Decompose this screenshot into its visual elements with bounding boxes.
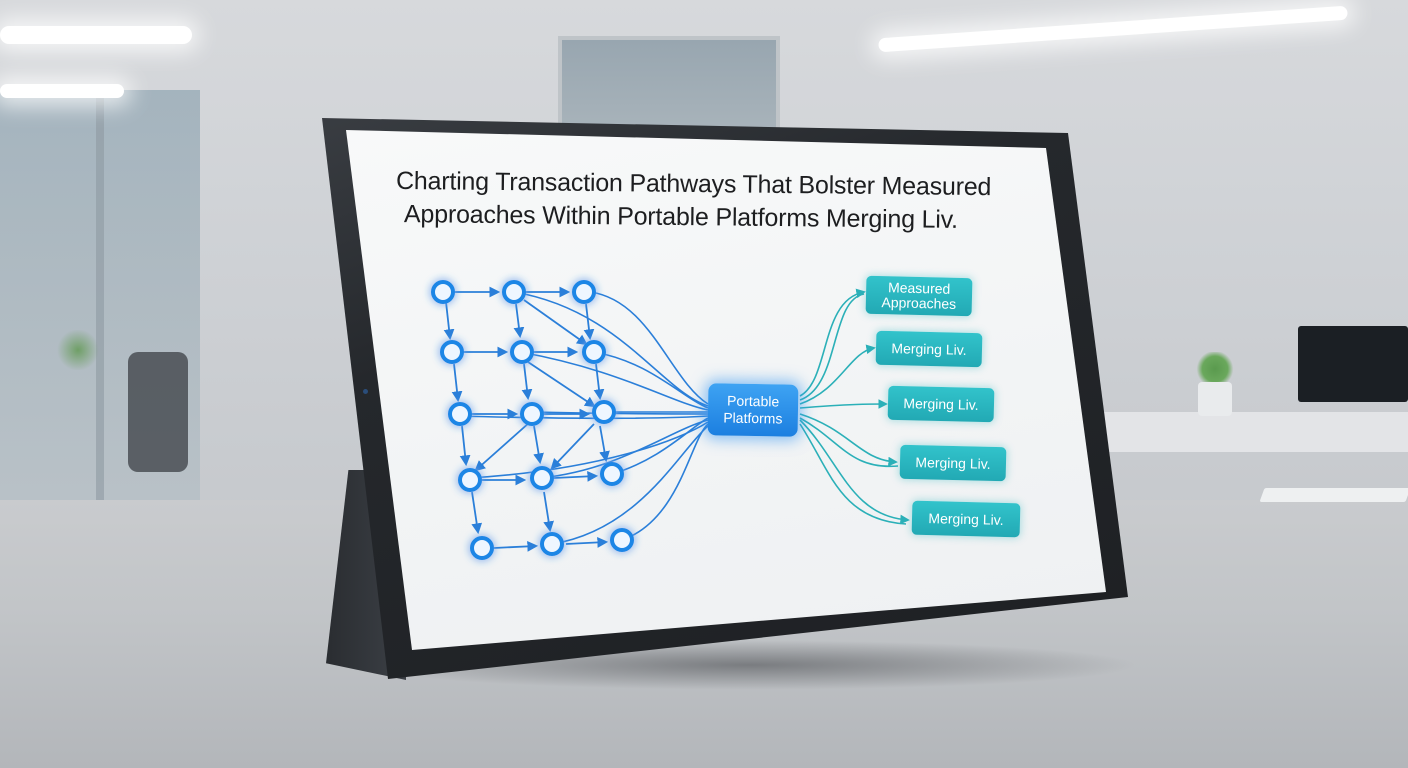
hub-label-line-1: Portable [713, 392, 793, 410]
output-node-merging-liv: Merging Liv. [900, 445, 1007, 482]
output-label: Merging Liv. [928, 511, 1004, 528]
output-node-merging-liv: Merging Liv. [912, 501, 1021, 538]
output-node-merging-liv: Merging Liv. [888, 386, 995, 423]
node [594, 402, 614, 422]
node [460, 470, 480, 490]
node [602, 464, 622, 484]
node [522, 404, 542, 424]
node [504, 282, 524, 302]
node [450, 404, 470, 424]
output-label: Merging Liv. [903, 396, 979, 413]
node [574, 282, 594, 302]
node [612, 530, 632, 550]
output-label: Merging Liv. [891, 341, 967, 358]
hub-node-portable-platforms: Portable Platforms [708, 383, 799, 437]
output-node-merging-liv: Merging Liv. [876, 331, 983, 368]
hub-label-line-2: Platforms [713, 409, 793, 427]
node [433, 282, 453, 302]
hub-input-edges [458, 292, 708, 544]
output-label-line-2: Approaches [881, 295, 956, 312]
node [584, 342, 604, 362]
output-label: Merging Liv. [915, 455, 991, 472]
grid-nodes [433, 282, 632, 558]
node [532, 468, 552, 488]
node [442, 342, 462, 362]
node [542, 534, 562, 554]
node [512, 342, 532, 362]
output-node-measured-approaches: Measured Approaches [866, 276, 973, 317]
node [472, 538, 492, 558]
